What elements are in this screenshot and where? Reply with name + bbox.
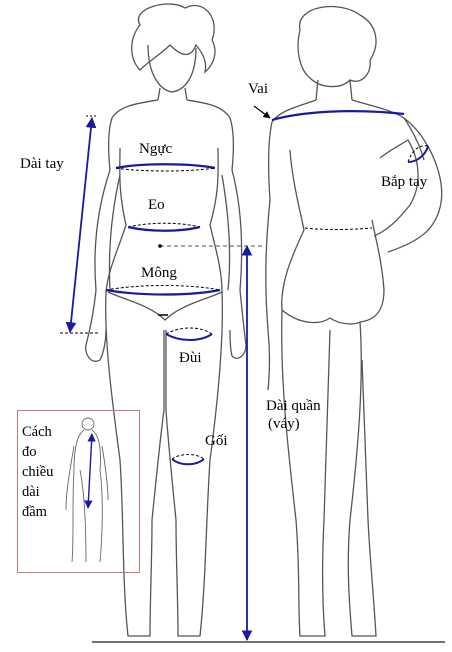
label-vay: (váy) (268, 416, 300, 433)
inset-line: đo (22, 442, 72, 462)
waist-line (128, 223, 200, 227)
back-figure (266, 7, 442, 636)
label-goi: Gối (205, 433, 228, 450)
label-dai-quan: Dài quần (266, 398, 321, 415)
label-nguc: Ngực (139, 141, 172, 158)
thigh-line (166, 328, 212, 334)
shoulder-pointer (254, 106, 270, 118)
inset-line: chiều (22, 462, 72, 482)
label-eo: Eo (148, 197, 165, 214)
label-dui: Đùi (179, 350, 202, 367)
knee-line (172, 455, 204, 460)
label-mong: Mông (141, 265, 177, 282)
sleeve-length-arrow (70, 118, 92, 332)
label-vai: Vai (248, 81, 268, 98)
bust-line (116, 164, 215, 168)
inset-line: đầm (22, 502, 72, 522)
inset-line: Cách (22, 422, 72, 442)
inset-line: dài (22, 482, 72, 502)
inset-caption: Cách đo chiều dài đầm (22, 422, 72, 522)
label-dai-tay: Dài tay (20, 156, 64, 173)
hip-line (106, 286, 220, 291)
shoulder-line (272, 111, 404, 120)
label-bap-tay: Bắp tay (381, 174, 427, 191)
